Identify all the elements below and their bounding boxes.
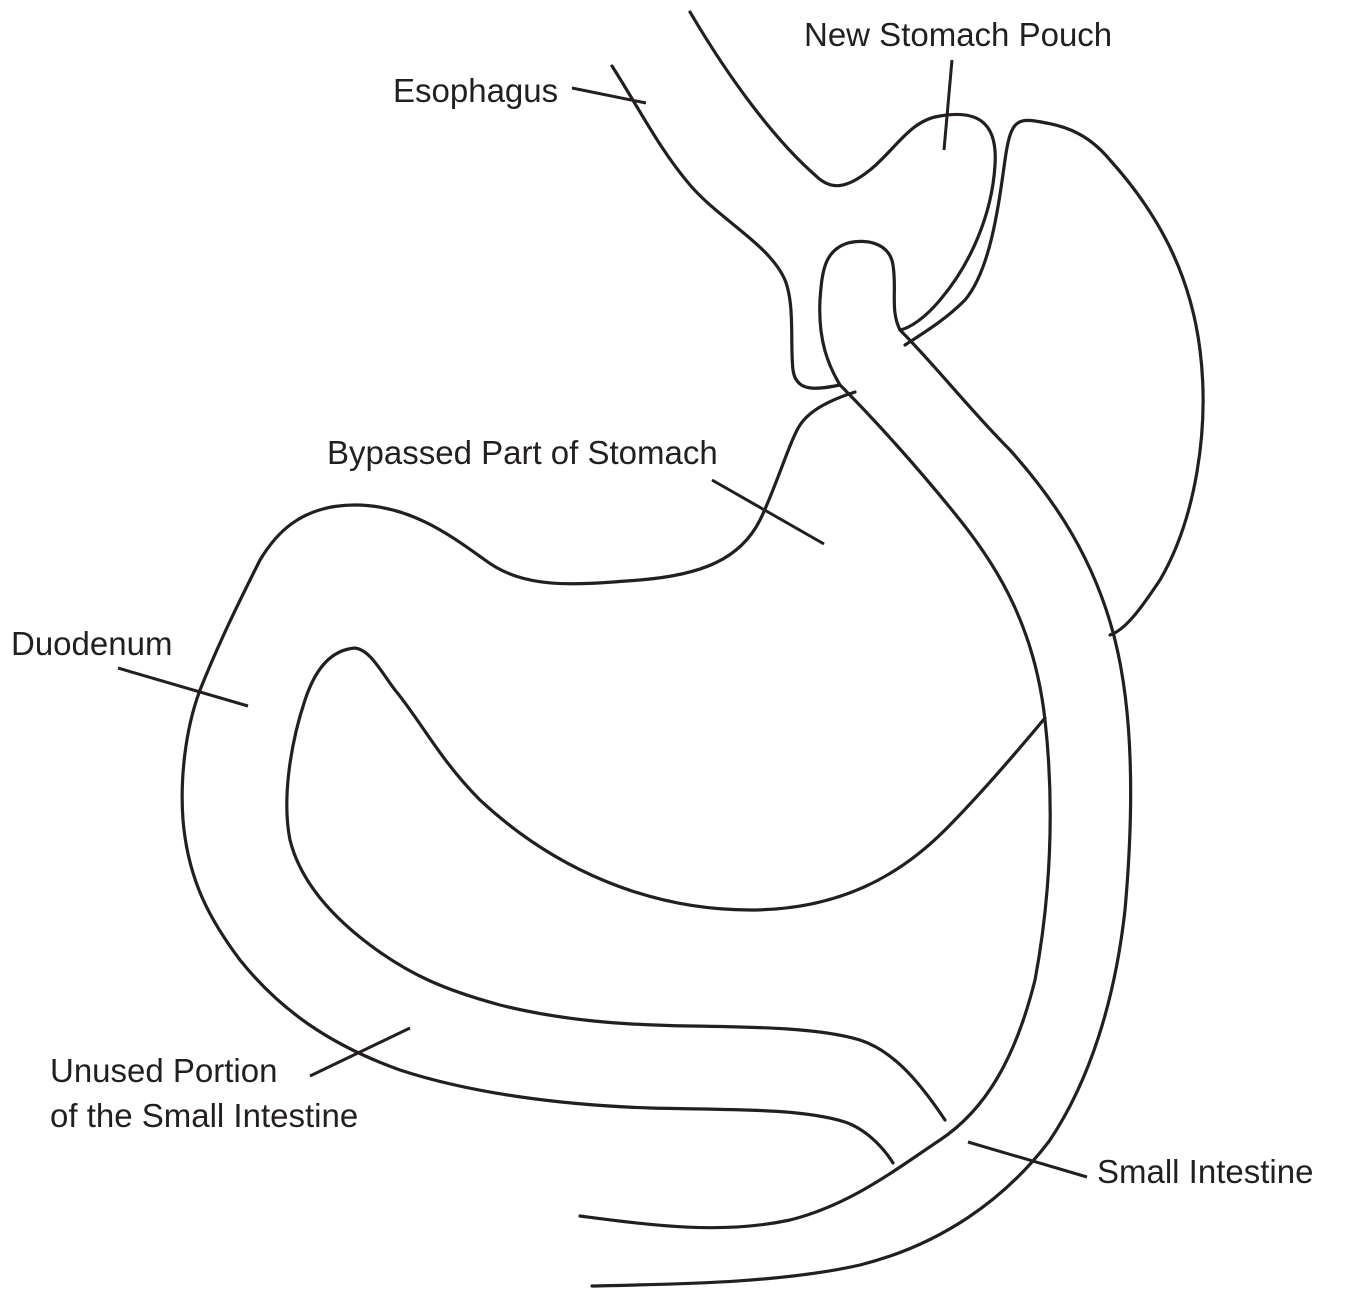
label-esophagus: Esophagus	[393, 72, 558, 109]
label-duodenum: Duodenum	[11, 625, 172, 662]
pouch-limb-junction	[820, 241, 900, 385]
esophagus-right-wall-and-pouch	[690, 12, 995, 330]
leader-esophagus	[572, 88, 646, 103]
esophagus-left-wall	[612, 66, 840, 388]
label-bypassed-stomach: Bypassed Part of Stomach	[327, 434, 718, 471]
leader-duodenum	[118, 668, 248, 706]
bypassed-stomach-upper-right	[905, 120, 1203, 635]
leader-bypassed-stomach	[712, 480, 824, 544]
label-unused-small-intestine-line1: Unused Portion	[50, 1052, 277, 1089]
label-unused-small-intestine-line2: of the Small Intestine	[50, 1097, 358, 1134]
leader-new-stomach-pouch	[944, 60, 952, 150]
label-new-stomach-pouch: New Stomach Pouch	[804, 16, 1112, 53]
label-small-intestine: Small Intestine	[1097, 1153, 1313, 1190]
bypassed-stomach-inner-curve	[287, 648, 1045, 1120]
roux-limb-left-wall	[580, 385, 1050, 1228]
leader-small-intestine	[968, 1142, 1087, 1177]
